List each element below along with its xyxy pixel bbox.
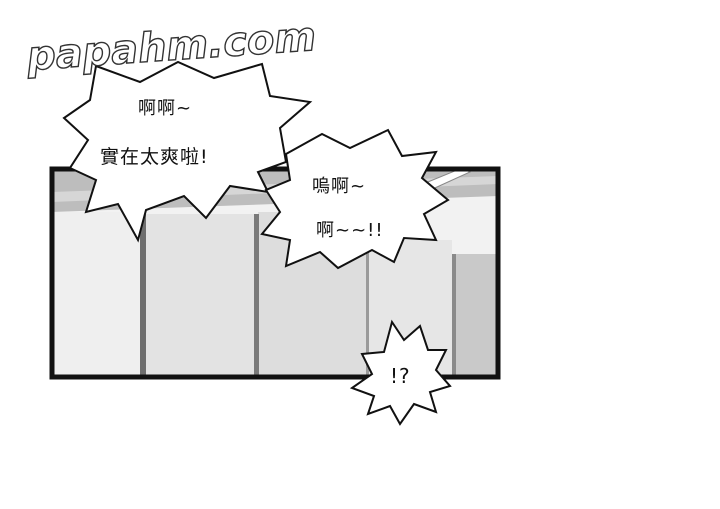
bubble-2-line-1: 嗚啊~	[312, 176, 367, 197]
speech-bubble-2	[260, 128, 450, 270]
speech-bubble-1	[62, 60, 313, 243]
bubble-3-line-1: !?	[390, 364, 411, 388]
speech-bubble-3	[349, 319, 452, 426]
panel-border	[49, 166, 501, 380]
bubble-1-line-1: 啊啊~	[138, 98, 193, 119]
bubble-2-line-2: 啊~~!!	[316, 220, 384, 241]
bubble-1-line-2: 實在太爽啦!	[100, 146, 209, 168]
